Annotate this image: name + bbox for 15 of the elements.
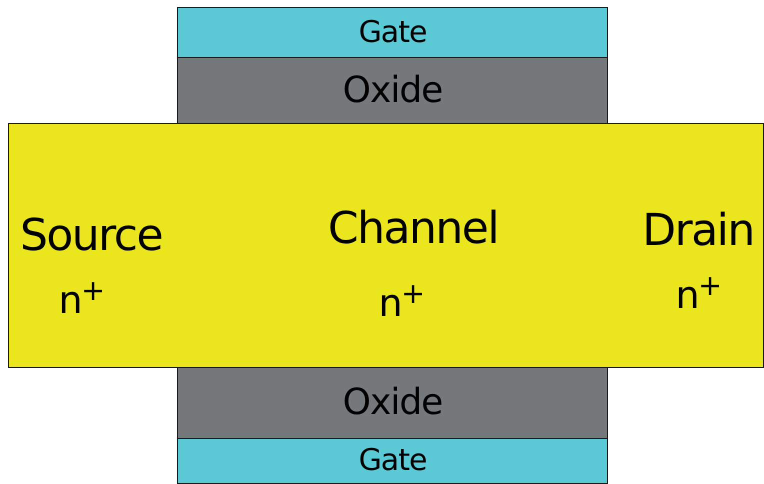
layer-label: Gate <box>358 18 426 48</box>
doping-label: n$^{+}$ <box>58 277 104 319</box>
region-label: Drain <box>642 209 754 253</box>
semiconductor-body <box>8 123 764 368</box>
gate-layer <box>177 7 608 58</box>
region-label: Channel <box>328 207 498 251</box>
gate-layer <box>177 438 608 484</box>
oxide-layer <box>177 367 608 439</box>
region-label: Source <box>20 214 162 258</box>
doping-label: n$^{+}$ <box>676 272 720 314</box>
layer-label: Oxide <box>342 385 442 421</box>
oxide-layer <box>177 57 608 124</box>
layer-label: Oxide <box>342 72 442 108</box>
layer-label: Gate <box>358 446 426 476</box>
doping-label: n$^{+}$ <box>378 280 424 322</box>
